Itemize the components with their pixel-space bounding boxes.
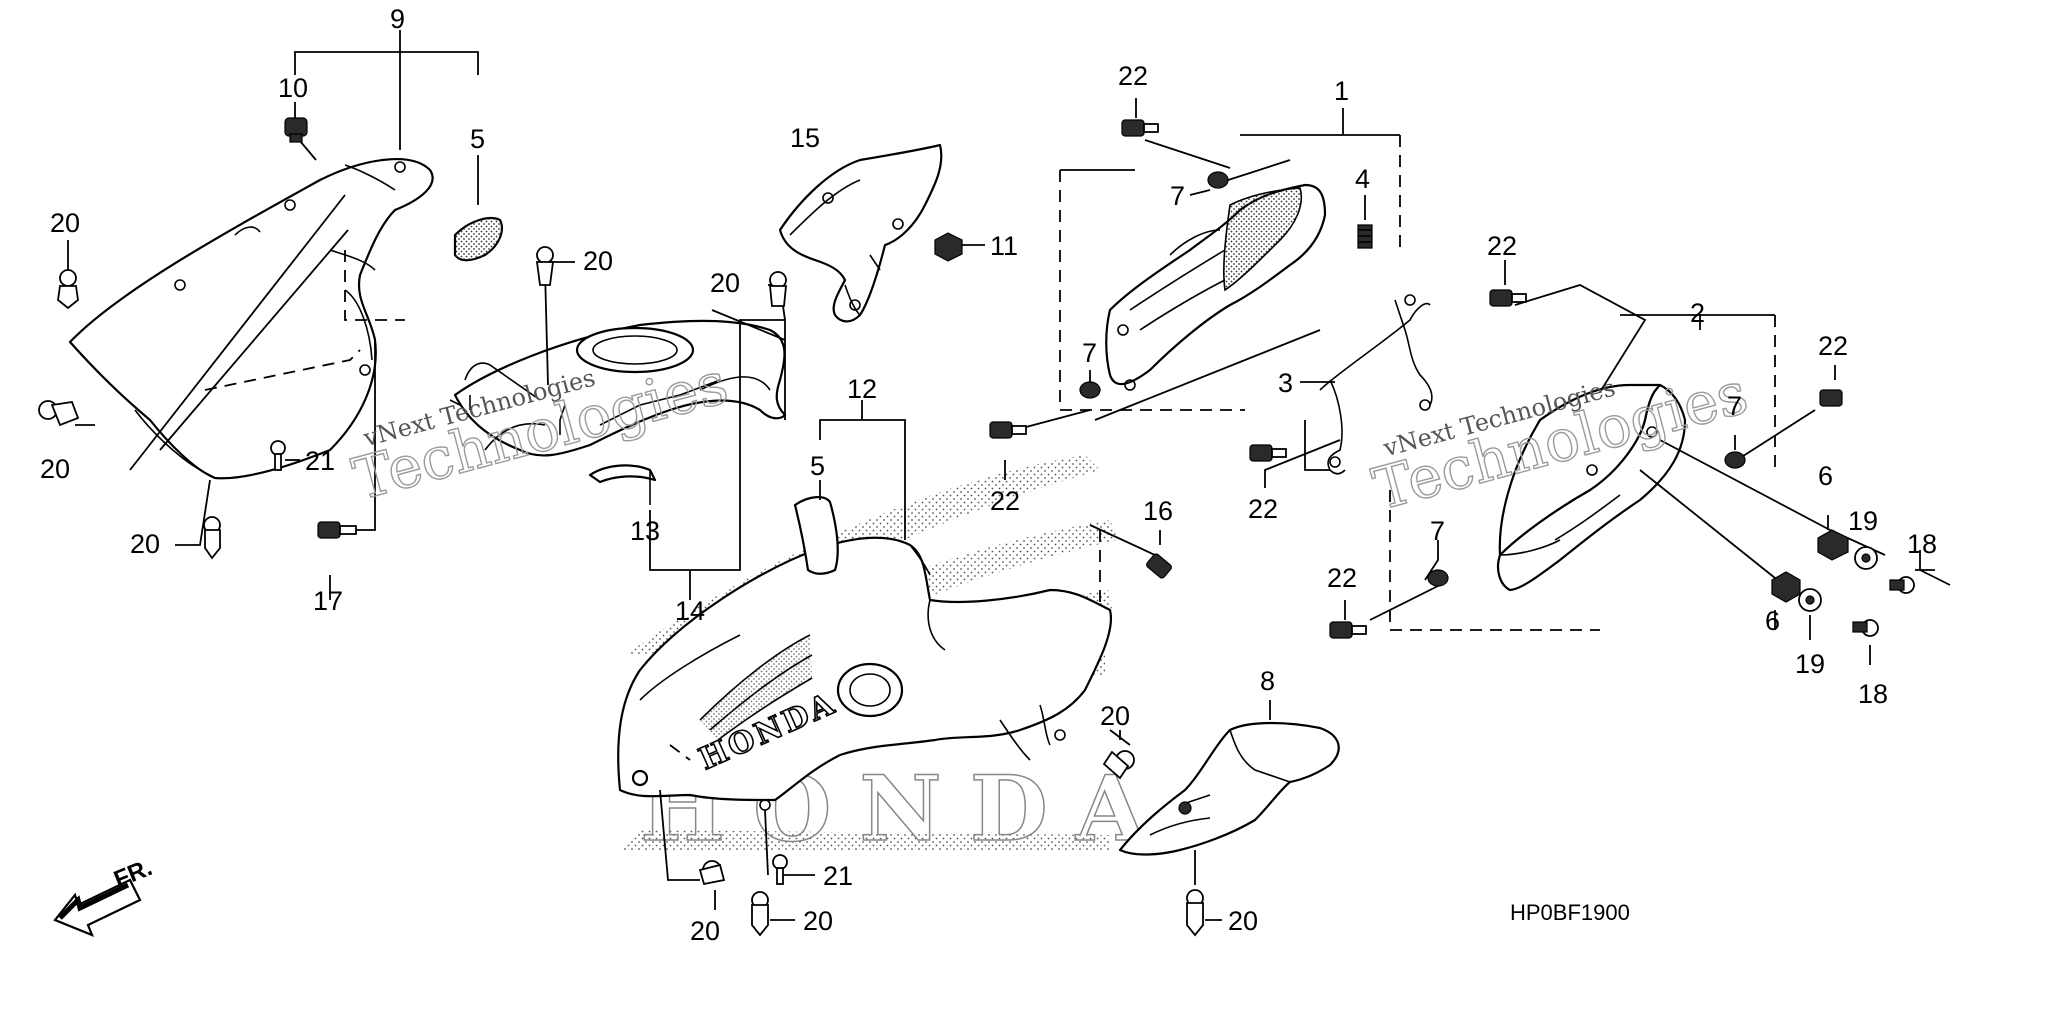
bolt-17-icon: [317, 521, 357, 539]
callout-5-lower: 5: [810, 451, 825, 481]
callout-22-e: 22: [1818, 331, 1848, 361]
washer-19-icon-a: [1854, 546, 1878, 570]
callout-19-b: 19: [1795, 649, 1825, 679]
clip-20-icon-e: [769, 271, 787, 307]
grommet-7-icon-b: [1079, 381, 1101, 399]
callout-7-b: 7: [1082, 338, 1097, 368]
callout-22-b: 22: [1487, 231, 1517, 261]
bolt-22-icon-f: [1329, 621, 1367, 639]
fasteners: [38, 117, 1915, 937]
callout-20-c: 20: [130, 529, 160, 559]
callout-12: 12: [847, 374, 877, 404]
callout-7-d: 7: [1430, 516, 1445, 546]
callout-3: 3: [1278, 368, 1293, 398]
bolt-22-icon-d: [1249, 444, 1287, 462]
callout-numbers: 9 10 5 20 20 20 20 21 17 15 11 20 13 14 …: [40, 4, 1937, 946]
callout-13: 13: [630, 516, 660, 546]
grommet-7-icon-c: [1724, 451, 1746, 469]
part-8-lower-panel: [1118, 721, 1340, 856]
callout-7-c: 7: [1727, 391, 1742, 421]
spring-4-icon: [1357, 224, 1373, 249]
callout-8: 8: [1260, 666, 1275, 696]
clip-20-icon-h: [751, 891, 769, 937]
group-2-outline: [1389, 490, 1600, 631]
front-label: FR.: [110, 854, 156, 894]
clip-20-icon-i: [1186, 889, 1204, 937]
grommet-7-icon-d: [1427, 569, 1449, 587]
part-14-tank-cover: [449, 319, 787, 457]
part-13-clip: [588, 464, 657, 505]
callout-20-i: 20: [1228, 906, 1258, 936]
callout-6-a: 6: [1818, 461, 1833, 491]
part-2-box-cover: [1496, 383, 1687, 592]
screw-21-icon-b: [772, 854, 788, 885]
callout-18-b: 18: [1858, 679, 1888, 709]
leader-lines: [67, 30, 1951, 921]
part-5-lower-strip: [793, 496, 839, 575]
nut-11-icon: [934, 232, 963, 262]
clip-20-icon-a: [57, 269, 79, 310]
callout-21-b: 21: [823, 861, 853, 891]
callout-21-a: 21: [305, 446, 335, 476]
callout-20-e: 20: [710, 268, 740, 298]
callout-10: 10: [278, 73, 308, 103]
callout-20-a: 20: [50, 208, 80, 238]
collar-18-icon-a: [1889, 576, 1915, 594]
clip-20-icon-d: [535, 246, 555, 286]
callout-15: 15: [790, 123, 820, 153]
callout-22-a: 22: [1118, 61, 1148, 91]
callout-14: 14: [675, 596, 705, 626]
part-3-stay: [1319, 294, 1433, 475]
callout-20-h: 20: [803, 906, 833, 936]
diagram-code: HP0BF1900: [1510, 900, 1630, 925]
callout-20-f: 20: [1100, 701, 1130, 731]
callout-20-g: 20: [690, 916, 720, 946]
bolt-22-icon-a: [1121, 119, 1159, 137]
bolt-22-icon-c: [989, 421, 1027, 439]
callout-19-a: 19: [1848, 506, 1878, 536]
clip-20-icon-c: [203, 516, 221, 560]
callout-4: 4: [1355, 164, 1370, 194]
part-9-rear-cover: [68, 158, 434, 480]
part-12-side-cover: HONDA: [617, 536, 1113, 811]
clip-20-icon-f: [1102, 750, 1135, 780]
callout-22-c: 22: [990, 486, 1020, 516]
collar-18-icon-b: [1852, 619, 1879, 637]
callout-22-d: 22: [1248, 494, 1278, 524]
callout-20-b: 20: [40, 454, 70, 484]
callout-5-upper: 5: [470, 124, 485, 154]
group-1-outline: [1059, 170, 1245, 411]
bolt-22-icon-b: [1489, 289, 1527, 307]
bolt-16-icon: [1146, 553, 1172, 579]
callout-17: 17: [313, 586, 343, 616]
washer-19-icon-b: [1798, 588, 1822, 612]
callout-7-a: 7: [1170, 181, 1185, 211]
callout-11: 11: [990, 231, 1018, 261]
clip-20-icon-b: [38, 400, 80, 427]
clip-20-icon-g: [698, 860, 726, 886]
callout-20-d: 20: [583, 246, 613, 276]
callout-22-f: 22: [1327, 563, 1357, 593]
nut-6-icon-a: [1817, 529, 1849, 561]
grommet-10-icon: [284, 117, 308, 143]
part-15-bracket-cover: [778, 143, 943, 323]
callout-18-a: 18: [1907, 529, 1937, 559]
part-5-upper-strip: [453, 217, 503, 262]
callout-16: 16: [1143, 496, 1173, 526]
bolt-22-icon-e: [1819, 389, 1843, 407]
nut-6-icon-b: [1771, 571, 1801, 603]
front-direction-arrow: FR.: [53, 854, 156, 937]
part-1-box-cover: [1105, 183, 1327, 391]
callout-6-b: 6: [1765, 606, 1780, 636]
grommet-7-icon-a: [1207, 171, 1229, 189]
screw-21-icon-a: [270, 440, 286, 471]
callout-9: 9: [390, 4, 405, 34]
callout-1: 1: [1334, 76, 1349, 106]
callout-2: 2: [1690, 298, 1705, 328]
